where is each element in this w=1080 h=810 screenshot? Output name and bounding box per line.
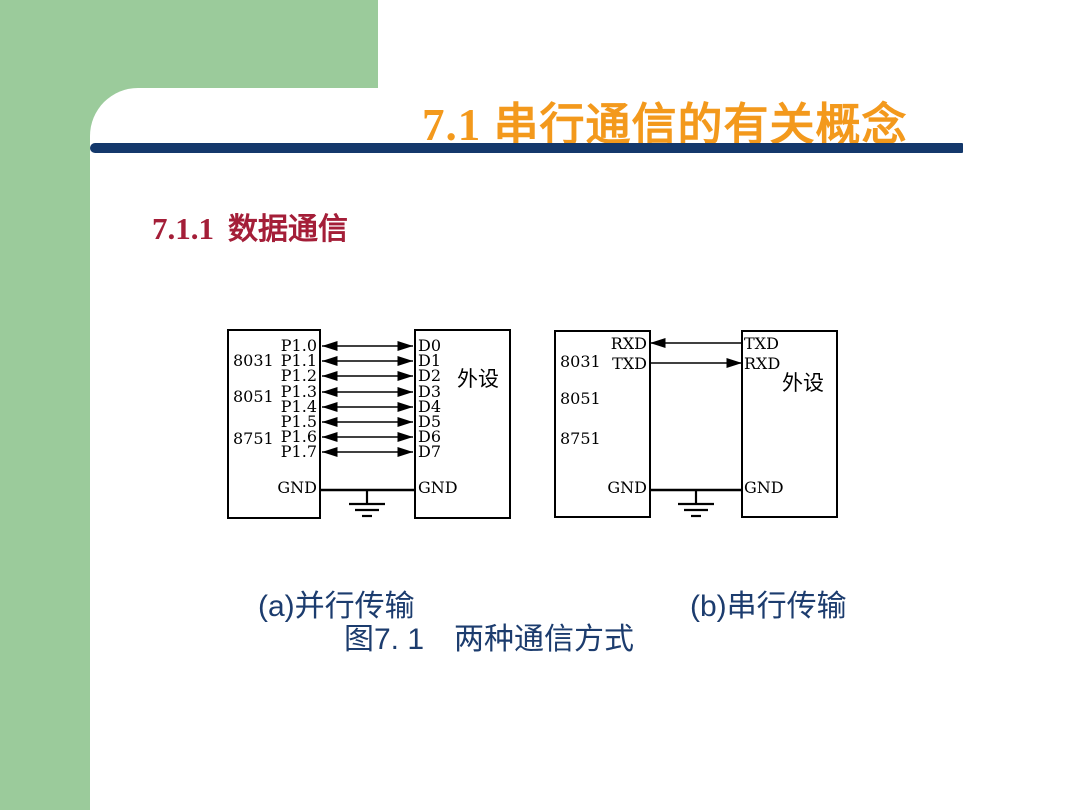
chip-label: 8751 (560, 429, 601, 448)
ground-symbol (678, 490, 714, 518)
pin-label: P1.7 (281, 442, 317, 461)
pin-label: P1.5 (281, 412, 317, 431)
pin-label: P1.0 (281, 336, 317, 355)
caption-serial: (b)串行传输 (690, 590, 847, 623)
section-number: 7.1.1 (152, 211, 214, 246)
pin-label: P1.6 (281, 427, 317, 446)
peripheral-label: 外设 (782, 371, 824, 395)
pin-label: D1 (418, 351, 441, 370)
content-page (90, 88, 1080, 810)
pin-label: P1.3 (281, 382, 317, 401)
mcu-box (554, 330, 651, 518)
pin-label: D4 (418, 397, 441, 416)
chip-label: 8031 (560, 352, 601, 371)
section-label: 数据通信 (228, 213, 348, 246)
peripheral-box (414, 329, 511, 519)
pin-label: D7 (418, 442, 441, 461)
pin-label: D5 (418, 412, 441, 431)
diagram-serial-transmission: 8031 8051 8751 RXD TXD TXD RXD 外设 GND GN… (554, 330, 838, 518)
top-accent-band (0, 0, 378, 88)
caption-parallel: (a)并行传输 (258, 590, 415, 623)
pin-label: TXD (744, 334, 779, 353)
section-heading: 7.1.1 数据通信 (152, 204, 348, 248)
slide-title: 7.1 串行通信的有关概念 (422, 100, 908, 150)
chip-label: 8051 (233, 387, 274, 406)
pin-label: P1.1 (281, 351, 317, 370)
peripheral-label: 外设 (457, 367, 499, 391)
pin-label: TXD (612, 354, 647, 373)
gnd-label: GND (744, 478, 784, 497)
pin-label: P1.2 (281, 366, 317, 385)
chip-label: 8031 (233, 351, 274, 370)
pin-label: D3 (418, 382, 441, 401)
pin-label: D2 (418, 366, 441, 385)
gnd-label: GND (418, 478, 458, 497)
left-accent-bar (0, 0, 90, 810)
mcu-box (227, 329, 321, 519)
chip-label: 8051 (560, 389, 601, 408)
gnd-label: GND (277, 478, 317, 497)
peripheral-box (741, 330, 838, 518)
title-divider-line (90, 143, 963, 153)
ground-symbol (349, 490, 385, 518)
gnd-label: GND (607, 478, 647, 497)
pin-label: RXD (611, 334, 647, 353)
pin-label: D6 (418, 427, 441, 446)
figure-caption: 图7. 1 两种通信方式 (344, 623, 635, 656)
pin-label: P1.4 (281, 397, 317, 416)
pin-label: RXD (744, 354, 780, 373)
diagram-parallel-transmission: 8031 8051 8751 P1.0 P1.1 P1.2 P1.3 P1.4 … (227, 329, 511, 519)
pin-label: D0 (418, 336, 441, 355)
chip-label: 8751 (233, 429, 274, 448)
